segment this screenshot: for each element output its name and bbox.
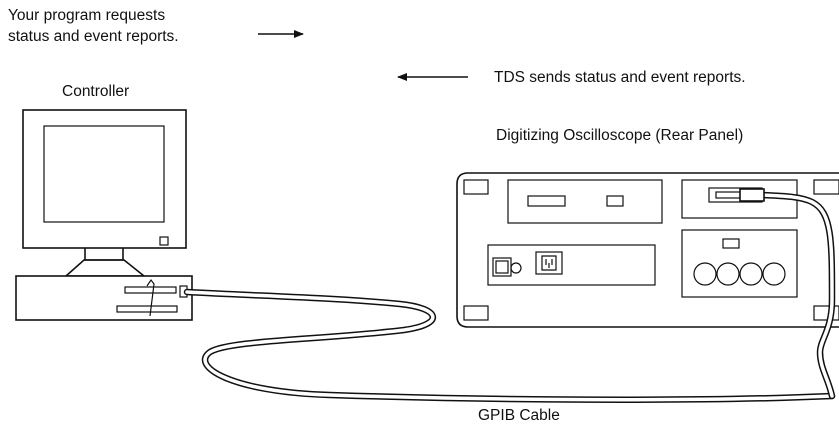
- bnc-connector-2: [716, 262, 740, 286]
- bnc-connector-3: [739, 262, 763, 286]
- monitor-stand: [65, 259, 145, 277]
- corner-foot-bl: [463, 305, 489, 321]
- floppy-slot-bottom: [116, 305, 178, 313]
- oscilloscope-rear-panel: [456, 172, 839, 328]
- floppy-slot-top: [124, 286, 177, 294]
- bnc-connector-1: [693, 262, 717, 286]
- gpib-plug: [739, 188, 765, 202]
- gpib-cable: [183, 288, 836, 403]
- bnc-connector-4: [762, 262, 786, 286]
- option-module-upper: [507, 179, 663, 224]
- scope-chassis: [456, 172, 839, 328]
- db-connector: [527, 195, 566, 207]
- corner-foot-tl: [463, 179, 489, 195]
- corner-foot-tr: [813, 179, 839, 195]
- video-port: [722, 238, 740, 249]
- system-unit: [15, 275, 193, 321]
- monitor-screen: [43, 125, 165, 223]
- gpib-cable-label: GPIB Cable: [478, 407, 560, 424]
- tds-sends-label: TDS sends status and event reports.: [494, 69, 746, 86]
- oscilloscope-label: Digitizing Oscilloscope (Rear Panel): [496, 127, 744, 144]
- ac-inlet: [535, 251, 563, 275]
- request-label-line2: status and event reports.: [8, 28, 179, 45]
- monitor-bezel: [22, 109, 187, 249]
- monitor-power-button: [159, 236, 169, 246]
- gpib-cable-scope-end: [739, 188, 836, 400]
- io-module: [681, 229, 798, 298]
- monitor-neck: [84, 248, 124, 261]
- request-label-line1: Your program requests: [8, 7, 166, 24]
- controller-label: Controller: [62, 83, 130, 100]
- fuse-holder: [510, 262, 522, 274]
- controller-computer-icon: [15, 109, 193, 321]
- power-module: [487, 244, 656, 286]
- small-port: [606, 195, 624, 207]
- corner-foot-br: [813, 305, 839, 321]
